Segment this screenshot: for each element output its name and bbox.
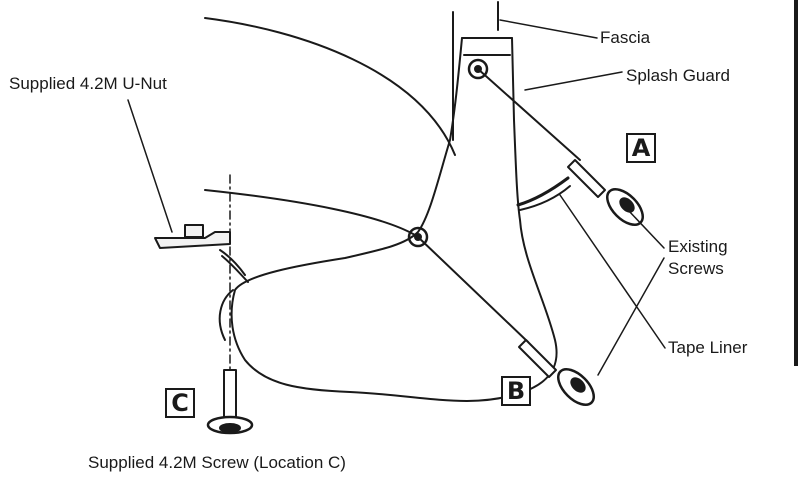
screw-b-axis xyxy=(417,236,529,343)
wheel-arch-curve xyxy=(204,17,456,156)
screw-a-axis xyxy=(477,68,581,161)
location-a-marker: A xyxy=(626,133,656,163)
leader-tape-liner xyxy=(559,194,666,349)
lower-fascia-curve xyxy=(204,189,416,236)
tape-liner-strip xyxy=(516,176,570,207)
splash-guard-inner-edge xyxy=(218,289,234,341)
leader-existing-screws-a xyxy=(627,209,665,249)
u-nut-clip-2 xyxy=(221,255,249,283)
location-c-marker: C xyxy=(165,388,195,418)
u-nut-label: Supplied 4.2M U-Nut xyxy=(9,74,167,93)
screw-b-icon xyxy=(518,339,595,406)
fastener-b-point xyxy=(407,226,429,248)
splash-guard-label: Splash Guard xyxy=(626,66,730,85)
leader-splash-guard xyxy=(524,71,623,91)
leader-existing-screws-b xyxy=(597,257,665,376)
existing-screws-label: Existing Screws xyxy=(668,236,758,280)
u-nut-boss xyxy=(184,224,204,238)
splash-guard-outline xyxy=(230,37,558,402)
screw-c-label: Supplied 4.2M Screw (Location C) xyxy=(88,453,346,472)
existing-screws-label-line2: Screws xyxy=(668,259,724,278)
fascia-label: Fascia xyxy=(600,28,651,47)
screw-c-icon xyxy=(206,369,254,435)
leader-u-nut xyxy=(127,99,173,233)
fastener-a-point xyxy=(467,58,489,80)
existing-screws-label-line1: Existing xyxy=(668,237,728,256)
tape-liner-label: Tape Liner xyxy=(668,338,748,357)
location-b-marker: B xyxy=(501,376,531,406)
u-nut-clip xyxy=(219,249,246,276)
leader-fascia xyxy=(499,19,598,39)
tape-liner-strip-edge xyxy=(519,185,571,211)
